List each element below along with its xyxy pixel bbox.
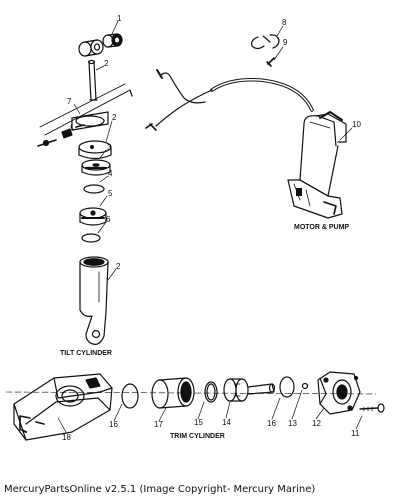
part-18-trim-housing xyxy=(13,373,113,441)
part-13-ball xyxy=(301,382,309,390)
copyright-footer: MercuryPartsOnline v2.5.1 (Image Copyrig… xyxy=(4,484,316,495)
callout-16-right: 16 xyxy=(267,419,276,428)
part-7-bracket-group xyxy=(37,83,133,147)
part-16-o-ring-left xyxy=(121,383,139,409)
callout-15: 15 xyxy=(194,418,203,427)
callout-1: 1 xyxy=(117,14,122,23)
part-2-pivot-pin xyxy=(87,59,98,101)
caption-tilt-cylinder: TILT CYLINDER xyxy=(60,350,112,357)
callout-3: 3 xyxy=(107,143,112,152)
callout-11: 11 xyxy=(351,429,360,438)
part-16-o-ring-right xyxy=(279,376,295,398)
callout-17: 17 xyxy=(154,420,163,429)
callout-5: 5 xyxy=(108,189,113,198)
part-17-sleeve xyxy=(151,377,195,409)
callout-13: 13 xyxy=(288,419,297,428)
caption-trim-cylinder: TRIM CYLINDER xyxy=(170,433,225,440)
part-12-end-cap xyxy=(317,371,361,415)
callout-4: 4 xyxy=(108,169,113,178)
parts-8-9-clips xyxy=(251,34,280,67)
callout-2-tube: 2 xyxy=(116,262,121,271)
callout-14: 14 xyxy=(222,418,231,427)
part-6-o-ring xyxy=(81,233,101,243)
part-5-piston xyxy=(79,207,107,226)
callout-9: 9 xyxy=(283,38,288,47)
callout-6: 6 xyxy=(106,215,111,224)
leader-lines xyxy=(57,20,363,433)
part-10-motor-pump xyxy=(145,69,347,219)
callout-12: 12 xyxy=(312,419,321,428)
callout-8: 8 xyxy=(282,18,287,27)
caption-motor-pump: MOTOR & PUMP xyxy=(294,224,350,231)
part-2-cap xyxy=(78,140,112,160)
callout-2-pin: 2 xyxy=(104,59,109,68)
tilt-cylinder-tube xyxy=(79,256,109,345)
callout-7: 7 xyxy=(67,97,72,106)
callout-16-left: 16 xyxy=(109,420,118,429)
part-14-piston-rod xyxy=(223,378,276,402)
part-15-o-ring xyxy=(204,381,218,403)
part-3-piston xyxy=(81,159,111,176)
callout-10: 10 xyxy=(352,120,361,129)
part-11-screw xyxy=(359,403,385,413)
callout-18: 18 xyxy=(62,433,71,442)
part-4-o-ring xyxy=(83,184,105,194)
part-1-bushings xyxy=(78,33,123,57)
callout-2-cap: 2 xyxy=(112,113,117,122)
